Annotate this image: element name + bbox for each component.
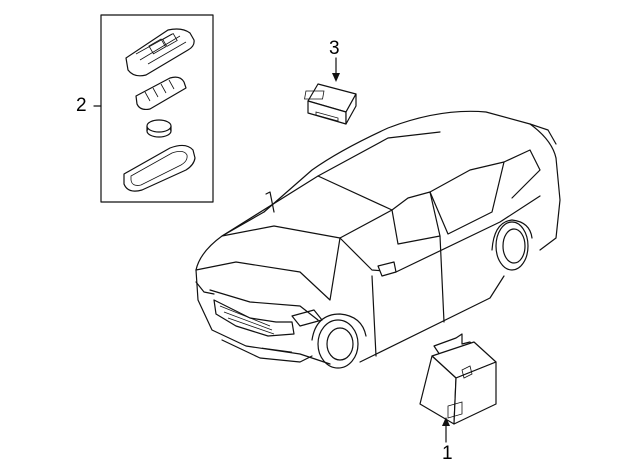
- remote-key-top-shell: [125, 28, 195, 77]
- callout-3-arrow: [332, 73, 340, 82]
- callout-label-2: 2: [76, 95, 87, 116]
- sedan-vehicle: [195, 110, 561, 369]
- coin-battery: [146, 119, 172, 138]
- key-fob-kit-frame: [100, 14, 214, 203]
- receiver-module: [304, 57, 357, 125]
- key-fob-kit-group: [93, 14, 214, 203]
- callout-label-1: 1: [442, 443, 453, 464]
- control-module: [419, 333, 497, 443]
- callout-1-arrow: [442, 417, 450, 426]
- remote-key-button-pad: [135, 76, 187, 111]
- callout-label-3: 3: [329, 38, 340, 59]
- remote-key-bottom-case: [123, 144, 196, 192]
